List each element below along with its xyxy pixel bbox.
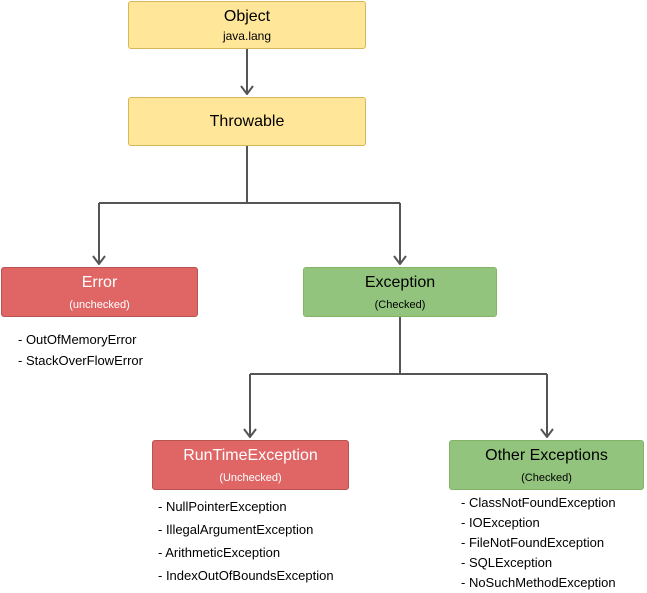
list-item: - IndexOutOfBoundsException	[158, 568, 334, 583]
node-error: Error (unchecked)	[1, 267, 198, 317]
list-item: - NullPointerException	[158, 499, 287, 514]
node-object: Object java.lang	[128, 1, 366, 49]
node-exception: Exception (Checked)	[303, 267, 497, 317]
node-throwable-title: Throwable	[209, 113, 285, 130]
list-item: - ArithmeticException	[158, 545, 281, 560]
node-other-exceptions: Other Exceptions (Checked)	[449, 440, 644, 490]
node-error-subtitle: (unchecked)	[69, 298, 130, 311]
node-runtime-exception-subtitle: (Unchecked)	[219, 471, 282, 484]
error-examples-list: - OutOfMemoryError - StackOverFlowError	[18, 329, 143, 371]
node-other-exceptions-title: Other Exceptions	[485, 446, 608, 464]
node-runtime-exception-title: RunTimeException	[183, 446, 318, 464]
node-object-title: Object	[223, 8, 271, 25]
other-exceptions-examples-list: - ClassNotFoundException - IOException -…	[461, 493, 616, 593]
node-error-title: Error	[81, 273, 118, 291]
connector-throwable-split	[99, 146, 400, 204]
list-item: - SQLException	[461, 555, 553, 570]
list-item: - IllegalArgumentException	[158, 522, 314, 537]
node-exception-subtitle: (Checked)	[374, 298, 426, 311]
list-item: - StackOverFlowError	[18, 353, 143, 368]
connector-exception-split	[250, 317, 547, 375]
node-other-exceptions-subtitle: (Checked)	[521, 471, 572, 484]
list-item: - FileNotFoundException	[461, 535, 605, 550]
node-runtime-exception: RunTimeException (Unchecked)	[152, 440, 349, 490]
node-object-subtitle: java.lang	[222, 29, 272, 43]
list-item: - IOException	[461, 515, 540, 530]
list-item: - OutOfMemoryError	[18, 332, 137, 347]
list-item: - ClassNotFoundException	[461, 495, 616, 510]
node-exception-title: Exception	[364, 273, 436, 291]
list-item: - NoSuchMethodException	[461, 575, 616, 590]
runtime-exception-examples-list: - NullPointerException - IllegalArgument…	[158, 495, 334, 587]
node-throwable: Throwable	[128, 97, 366, 146]
